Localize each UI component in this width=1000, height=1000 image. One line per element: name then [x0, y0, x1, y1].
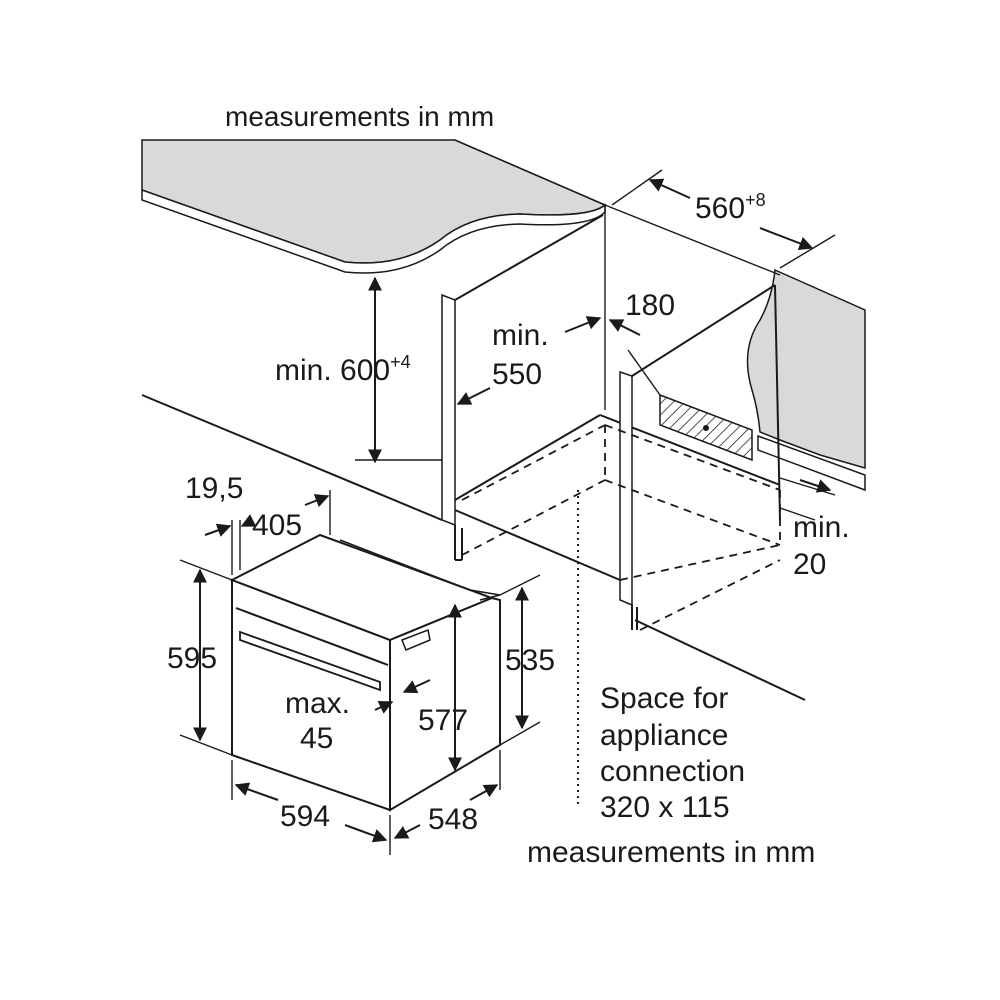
oven-front-offset-label: 19,5: [185, 472, 243, 505]
rear-gap-ext-1: [779, 477, 836, 496]
oven-side-ext-bottom: [499, 721, 541, 746]
countertop-left: [141, 139, 607, 274]
rear-gap-ext-2: [779, 507, 816, 521]
connection-label-line3: connection: [600, 755, 745, 788]
footer-note: measurements in mm: [527, 836, 815, 869]
oven-height-ext-bottom: [179, 734, 233, 756]
oven-width-label: 594: [280, 800, 330, 833]
cabinet-floor-rear: [454, 414, 601, 501]
rear-gap-label-line1: min.: [793, 511, 850, 544]
floor-line-left: [141, 394, 443, 521]
oven-width-arrow-left: [234, 782, 279, 801]
rear-gap-label-line2: 20: [793, 548, 826, 581]
width-ext-right: [779, 234, 836, 269]
width-arrow-right: [759, 227, 814, 251]
oven-recess-outline: [461, 424, 781, 631]
oven-side-height-label: 535: [505, 644, 555, 677]
connection-label-line2: appliance: [600, 719, 728, 752]
oven-depth-arrow-left: [393, 824, 421, 839]
oven-body: [229, 532, 501, 812]
cabinet-height-label: min. 600+4: [275, 352, 411, 387]
vent-dot: [703, 425, 709, 431]
oven-depth-arrow-right: [469, 784, 499, 801]
oven-offset-arrow: [204, 523, 232, 537]
cabinet-right-panel: [619, 284, 781, 630]
top-edge-line: [454, 139, 606, 206]
depth-arrow-left: [456, 387, 491, 405]
connection-label-line1: Space for: [600, 682, 728, 715]
vent-leader: [627, 349, 661, 396]
oven-height-label: 595: [167, 642, 217, 675]
oven-top-depth-label: 405: [252, 509, 302, 542]
oven-handle-label-line2: 45: [300, 722, 333, 755]
vent-arrow: [608, 319, 641, 336]
depth-arrow-right: [564, 316, 602, 333]
oven-front-height-label: 577: [418, 704, 468, 737]
oven-top-depth-arrow-right: [304, 494, 330, 508]
top-rear-line: [604, 204, 781, 276]
connection-label-line4: 320 x 115: [600, 791, 730, 824]
header-note: measurements in mm: [225, 101, 494, 132]
floor-line-right: [634, 619, 806, 701]
width-ext-left: [611, 169, 663, 206]
vent-width-label: 180: [625, 289, 675, 322]
width-arrow-left: [648, 178, 691, 199]
cabinet-depth-label-line2: 550: [492, 358, 542, 391]
oven-height-ext-top: [179, 559, 233, 581]
handle-arrow-2: [402, 679, 431, 694]
cabinet-depth-label-line1: min.: [492, 319, 549, 352]
oven-handle-label-line1: max.: [285, 687, 350, 720]
cabinet-width-label: 560+8: [695, 190, 766, 225]
cabinet-left-panel: [441, 214, 604, 561]
oven-depth-label: 548: [428, 803, 478, 836]
oven-width-arrow-right: [344, 824, 388, 843]
oven-side-ext-top: [499, 574, 541, 596]
handle-arrow-1: [374, 701, 394, 714]
rear-gap-arrow: [799, 479, 832, 493]
oven-top-depth-arrow-left: [240, 514, 257, 527]
cabinet-floor-front: [454, 509, 621, 581]
countertop-right: [746, 268, 866, 492]
